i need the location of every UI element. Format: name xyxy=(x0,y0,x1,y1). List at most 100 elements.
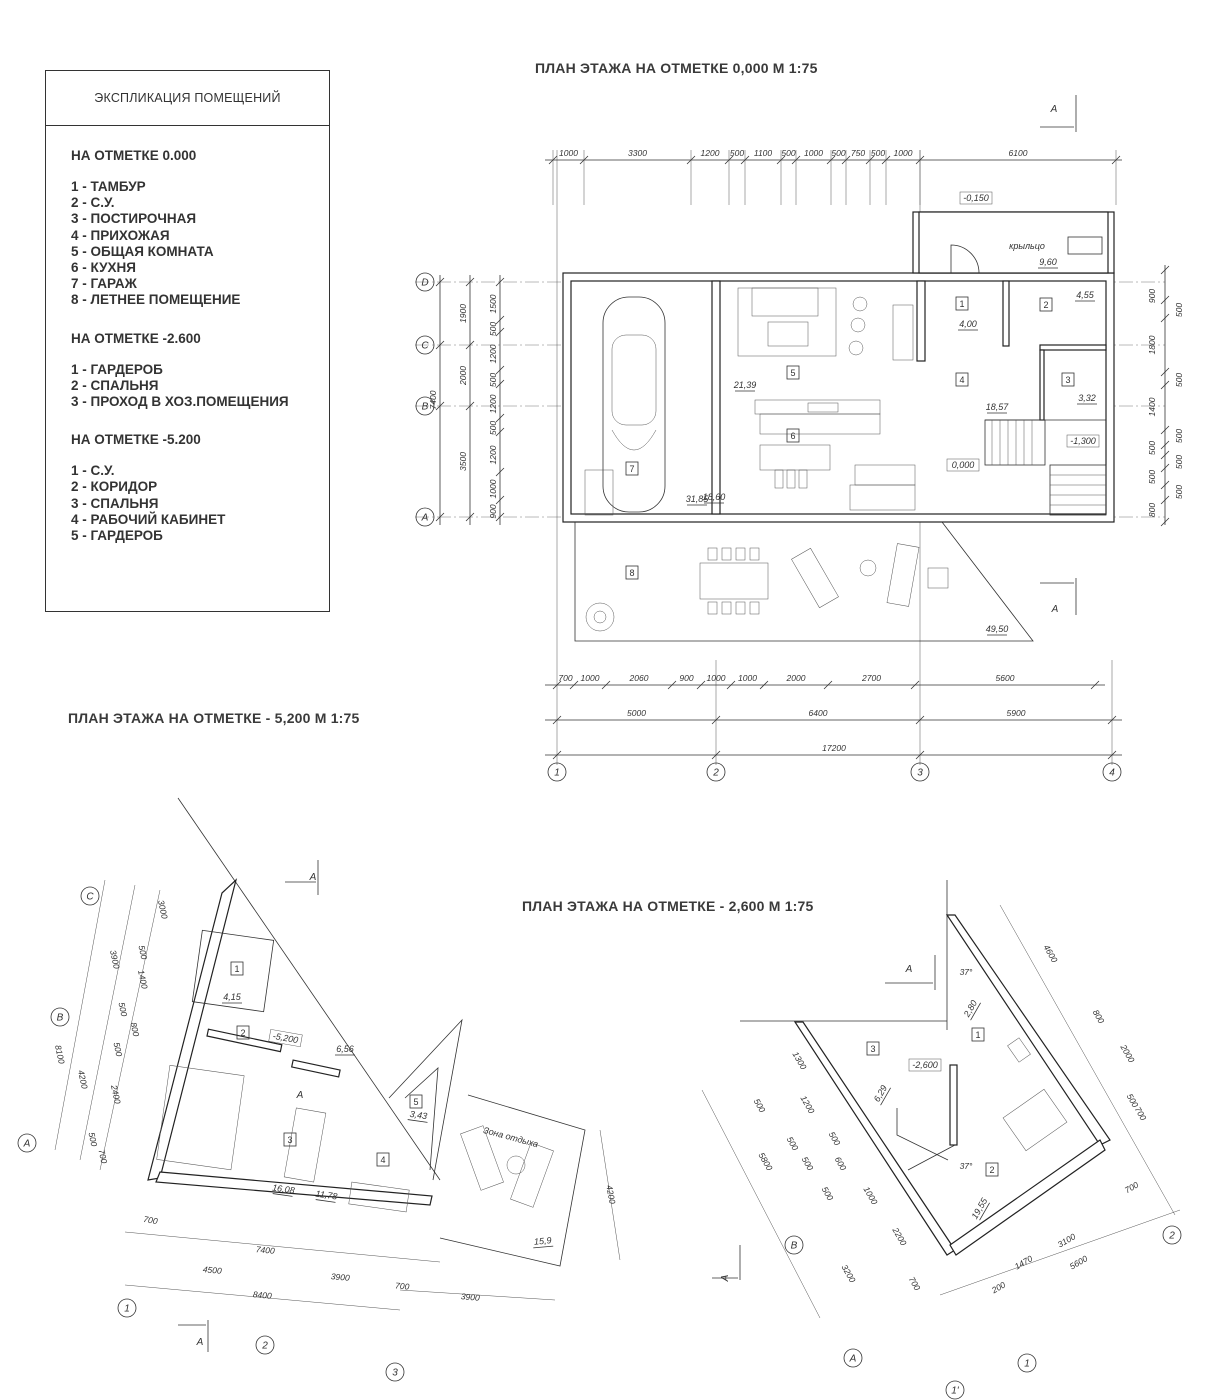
dimension-label: 500 xyxy=(1174,303,1184,317)
legend-item: 2 - КОРИДОР xyxy=(71,479,158,495)
legend-item: 5 - ГАРДЕРОБ xyxy=(71,528,163,544)
dimension-tick xyxy=(465,401,475,411)
dimension-tick xyxy=(1090,680,1100,690)
section-mark-label: А xyxy=(905,964,913,975)
axis-marker: 2 xyxy=(712,768,719,779)
axis-marker-circle xyxy=(50,1007,70,1027)
dimension-label: 500 xyxy=(117,1001,130,1017)
room-number: 3 xyxy=(287,1135,292,1145)
room-number: 5 xyxy=(790,368,795,378)
dimension-label: 700 xyxy=(97,1148,110,1164)
ground-floor-plan xyxy=(415,95,1170,765)
dimension-label: 500 xyxy=(1147,470,1157,484)
dimension-label: 700 xyxy=(395,1280,410,1291)
axis-marker: 3 xyxy=(917,768,923,779)
level-mark: -2,600 xyxy=(912,1060,938,1070)
room-area: 3,43 xyxy=(409,1109,428,1121)
legend-item: 3 - СПАЛЬНЯ xyxy=(71,495,159,511)
dimension-tick xyxy=(1107,750,1117,760)
dimension-label: 2000 xyxy=(786,673,806,683)
legend-item: 4 - РАБОЧИЙ КАБИНЕТ xyxy=(71,511,226,527)
room-number: 4 xyxy=(959,375,964,385)
dimension-tick xyxy=(1107,715,1117,725)
room-number-box xyxy=(230,961,244,976)
legend-item: 3 - ПОСТИРОЧНАЯ xyxy=(71,211,197,227)
axis-marker: 1' xyxy=(951,1386,960,1397)
dimension-tick xyxy=(711,750,721,760)
dimension-tick xyxy=(1160,450,1170,460)
dimension-label: 7400 xyxy=(255,1244,275,1256)
dimension-tick xyxy=(711,715,721,725)
dimension-label: 2000 xyxy=(458,366,468,386)
axis-marker: C xyxy=(86,892,94,903)
dimension-tick xyxy=(465,277,475,287)
dimension-label: 6400 xyxy=(809,708,828,718)
dimension-tick xyxy=(495,512,505,522)
dimension-tick xyxy=(696,680,706,690)
axis-marker-circle xyxy=(80,886,100,906)
dimension-tick xyxy=(1160,380,1170,390)
dimension-tick xyxy=(435,277,445,287)
dimension-label: 1000 xyxy=(862,1185,880,1207)
legend-item: 4 - ПРИХОЖАЯ xyxy=(71,227,170,243)
dimension-tick xyxy=(435,401,445,411)
dimension-label: 5800 xyxy=(757,1151,775,1173)
axis-marker: 1 xyxy=(1024,1359,1030,1370)
dimension-tick xyxy=(495,277,505,287)
dimension-label: 500 xyxy=(1174,373,1184,387)
dimension-label: 1470 xyxy=(1013,1253,1035,1271)
room-number-box xyxy=(1039,297,1053,312)
dimension-label: 500 xyxy=(1174,455,1184,469)
dimension-label: 750 xyxy=(851,148,865,158)
dimension-label: 1000 xyxy=(707,673,726,683)
room-area: 4,55 xyxy=(1076,290,1095,300)
dimension-label: 1000 xyxy=(581,673,600,683)
legend-item: 6 - КУХНЯ xyxy=(71,260,136,276)
dimension-label: 800 xyxy=(1091,1008,1107,1026)
dimension-label: 4600 xyxy=(1042,943,1060,965)
axis-marker-circle xyxy=(843,1348,863,1368)
axis-marker-circle xyxy=(255,1335,275,1355)
dimension-label: 1100 xyxy=(754,148,773,158)
level-mark-box xyxy=(959,191,993,205)
room-number-box xyxy=(866,1041,880,1056)
legend-section-heading: НА ОТМЕТКЕ 0.000 xyxy=(71,148,197,163)
dimension-label: 3900 xyxy=(330,1271,350,1283)
section-mark-label: А xyxy=(1050,104,1058,115)
axis-marker-circle xyxy=(706,762,726,782)
axis-marker: A xyxy=(849,1354,857,1365)
dimension-label: 900 xyxy=(679,673,693,683)
dimension-label: 6100 xyxy=(1009,148,1028,158)
area-underline xyxy=(880,1087,891,1106)
area-underline xyxy=(272,1193,293,1197)
dimension-label: 500 xyxy=(871,148,885,158)
room-area: 4,15 xyxy=(223,992,242,1002)
section-mark-label: А xyxy=(196,1337,204,1348)
section-mark-label: А xyxy=(309,872,317,883)
area-underline xyxy=(315,1199,336,1203)
dimension-tick xyxy=(1160,425,1170,435)
dimension-tick xyxy=(1160,517,1170,527)
dimension-label: 1400 xyxy=(1147,397,1157,416)
dimension-label: 700 xyxy=(1133,1105,1149,1123)
dimension-tick xyxy=(435,512,445,522)
axis-marker-circle xyxy=(117,1298,137,1318)
room-number: 6 xyxy=(790,431,795,441)
axis-marker: 1 xyxy=(124,1304,130,1315)
room-number-box xyxy=(625,565,639,580)
dimension-tick xyxy=(726,680,736,690)
room-number: 1 xyxy=(975,1030,980,1040)
dimension-label: 5600 xyxy=(1068,1253,1090,1271)
dimension-label: 1200 xyxy=(488,445,498,464)
dimension-label: 500 xyxy=(730,148,744,158)
room-area: 18,60 xyxy=(703,492,726,502)
dimension-label: 3000 xyxy=(156,899,170,920)
room-area: 21,39 xyxy=(733,380,757,390)
dimension-tick xyxy=(823,680,833,690)
axis-marker-circle xyxy=(415,507,435,527)
room-number: 2 xyxy=(240,1028,245,1038)
room-number: 2 xyxy=(989,1165,994,1175)
axis-marker-circle xyxy=(415,335,435,355)
